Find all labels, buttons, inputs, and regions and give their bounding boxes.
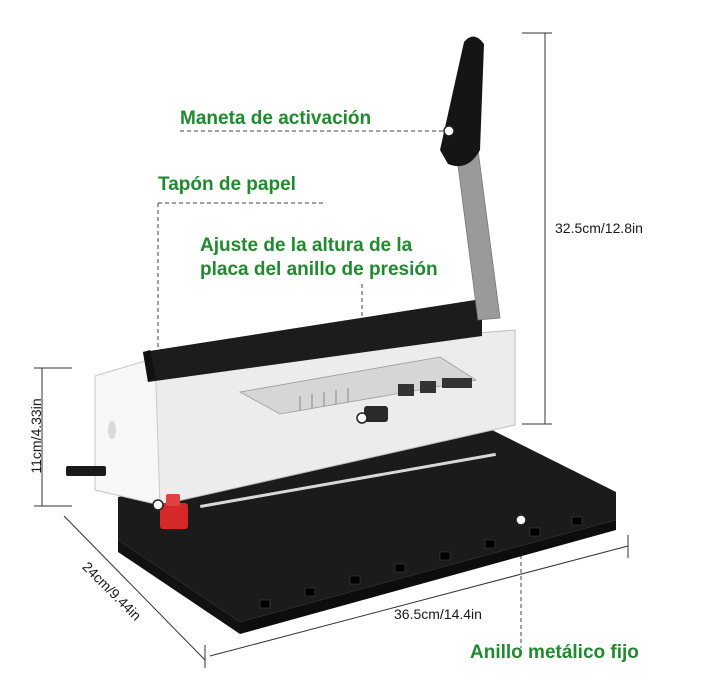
callout-pressure-plate-line2: placa del anillo de presión [200, 259, 438, 280]
dimension-body-height: 11cm/4.33in [28, 398, 44, 474]
top-plate [143, 300, 482, 382]
dimension-lines [34, 32, 629, 668]
side-knob [66, 466, 106, 476]
handle-grip [440, 36, 484, 167]
pressure-knob [364, 406, 388, 422]
callout-activation-handle: Maneta de activación [180, 108, 372, 129]
dimension-width: 36.5cm/14.4in [394, 606, 482, 622]
handle-arm [455, 149, 501, 321]
callout-fixed-metal-ring: Anillo metálico fijo [470, 642, 639, 663]
punch-marks [200, 452, 496, 508]
dimension-total-height: 32.5cm/12.8in [555, 220, 643, 236]
comb-slots [259, 516, 583, 609]
paper-stop-red [160, 503, 188, 529]
callout-pressure-plate-line1: Ajuste de la altura de la [200, 235, 413, 256]
callout-paper-stop: Tapón de papel [158, 174, 296, 195]
